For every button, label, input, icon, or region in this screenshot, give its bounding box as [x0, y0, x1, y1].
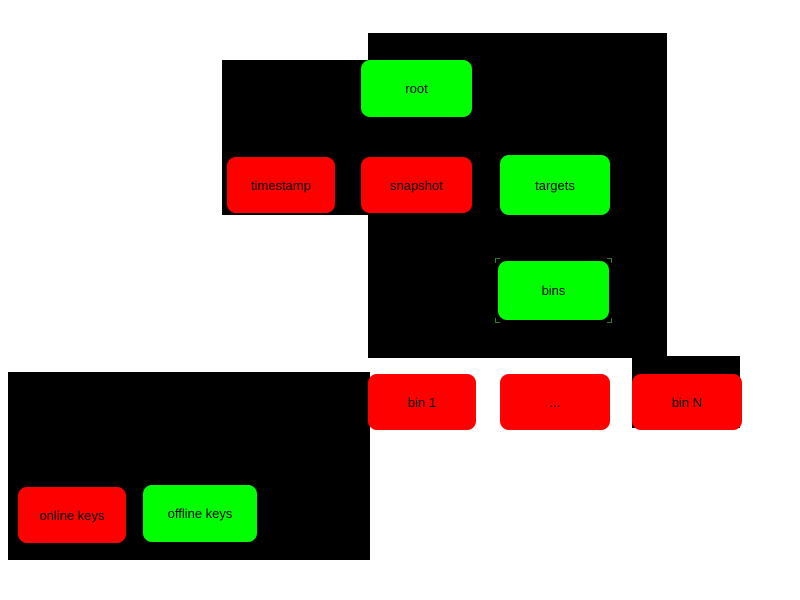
node-offline-keys[interactable]: offline keys	[143, 485, 257, 542]
node-snapshot[interactable]: snapshot	[361, 157, 472, 213]
node-bin-n[interactable]: bin N	[632, 374, 742, 430]
node-bins[interactable]: bins	[495, 258, 612, 323]
node-label: snapshot	[390, 177, 443, 193]
node-label: bins	[541, 283, 566, 298]
node-label: timestamp	[251, 177, 311, 193]
node-label: targets	[535, 177, 575, 193]
node-label: offline keys	[167, 506, 233, 521]
node-label: bin N	[671, 394, 703, 410]
node-label: ...	[549, 394, 561, 410]
node-bin-1[interactable]: bin 1	[368, 374, 476, 430]
selection-handle-br[interactable]	[607, 318, 612, 323]
node-targets[interactable]: targets	[500, 155, 610, 215]
node-label: root	[405, 81, 428, 96]
selection-handle-tl[interactable]	[495, 258, 500, 263]
selection-handle-bl[interactable]	[495, 318, 500, 323]
node-online-keys[interactable]: online keys	[18, 487, 126, 543]
node-bin-ellipsis[interactable]: ...	[500, 374, 610, 430]
node-timestamp[interactable]: timestamp	[227, 157, 335, 213]
node-label: bin 1	[407, 394, 437, 410]
node-root[interactable]: root	[361, 60, 472, 117]
node-label: online keys	[39, 507, 105, 523]
selection-handle-tr[interactable]	[607, 258, 612, 263]
